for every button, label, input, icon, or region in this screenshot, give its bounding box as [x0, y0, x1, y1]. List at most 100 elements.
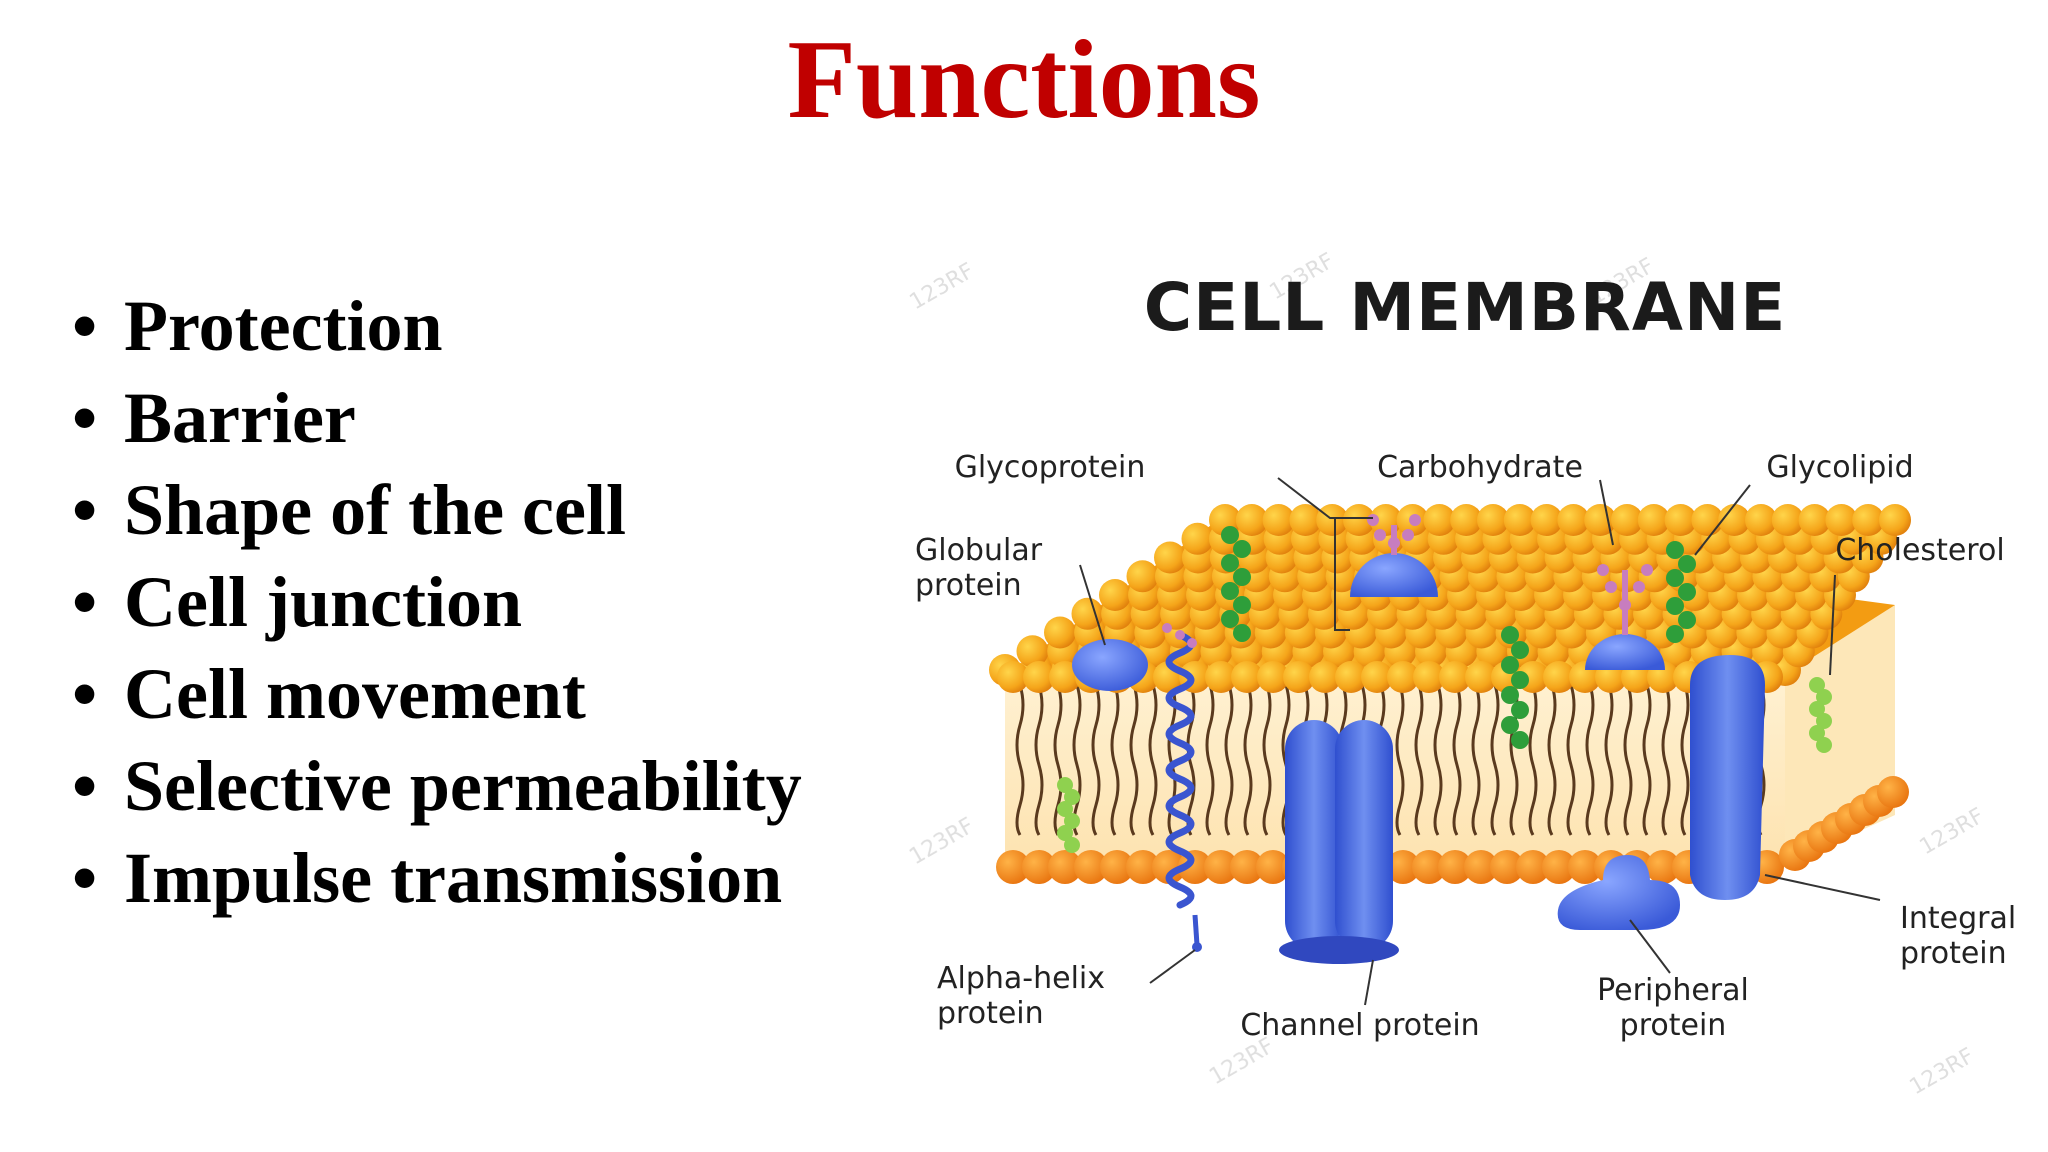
lipid-tail	[1110, 684, 1120, 836]
cholesterol-bead	[1809, 725, 1825, 741]
list-item-text: Cell junction	[124, 562, 523, 642]
lipid-head	[1745, 504, 1777, 536]
cholesterol-bead	[1064, 837, 1080, 853]
diagram-title: CELL MEMBRANE	[1144, 269, 1787, 346]
lipid-head	[1023, 661, 1055, 693]
lipid-head	[1361, 661, 1393, 693]
list-item: •Impulse transmission	[72, 832, 802, 924]
cholesterol-bead	[1809, 701, 1825, 717]
lipid-head	[1154, 541, 1186, 574]
lipid-head	[1852, 504, 1885, 536]
lipid-head	[1100, 850, 1134, 884]
lipid-head	[1503, 504, 1536, 536]
lipid-head	[1646, 850, 1680, 884]
label-integral-protein-line1: Integral	[1900, 901, 2016, 936]
list-item-text: Shape of the cell	[124, 470, 626, 550]
list-item-text: Impulse transmission	[124, 838, 783, 918]
leader-lines	[1079, 477, 1881, 1006]
lipid-head	[1022, 850, 1056, 884]
label-globular-protein-line2: protein	[915, 568, 1022, 603]
glycolipid-bead	[1221, 526, 1239, 544]
lipid-head	[1877, 776, 1909, 808]
glycolipid-bead	[1233, 568, 1251, 586]
glycoprotein	[1350, 514, 1438, 597]
glycolipid-bead	[1511, 731, 1529, 749]
membrane-body	[989, 504, 1911, 884]
lipid-tail	[1129, 684, 1139, 836]
lipid-head	[1048, 850, 1082, 884]
lipid-head	[1178, 850, 1212, 884]
lipid-head	[1477, 504, 1509, 536]
cell-membrane-diagram: 123RF 123RF 123RF 123RF 123RF 123RF 123R…	[906, 249, 2017, 1101]
list-item-text: Protection	[124, 286, 443, 366]
label-alpha-helix-line2: protein	[937, 996, 1044, 1031]
bullet-icon: •	[72, 470, 98, 550]
lipid-tail	[1034, 684, 1044, 836]
lipid-head	[1204, 850, 1238, 884]
list-item-text: Selective permeability	[124, 746, 802, 826]
lipid-tail	[1490, 684, 1500, 836]
lipid-tail	[1642, 684, 1652, 836]
lipid-head	[1584, 504, 1617, 536]
glycolipid-bead	[1666, 625, 1684, 643]
slide-title: Functions	[787, 18, 1261, 142]
cholesterol-bead	[1057, 825, 1073, 841]
globular-protein	[1072, 639, 1148, 691]
lipid-tail	[1604, 684, 1614, 836]
lipid-head	[1879, 504, 1911, 536]
lipid-tail	[1243, 684, 1253, 836]
lipid-tail	[1091, 684, 1101, 836]
cholesterol-bead	[1064, 813, 1080, 829]
glycolipid-bead	[1678, 611, 1696, 629]
lipid-head	[1256, 850, 1290, 884]
alpha-helix-protein	[1162, 623, 1202, 952]
label-peripheral-protein-line1: Peripheral	[1597, 973, 1749, 1008]
label-globular-protein-line1: Globular	[915, 533, 1043, 568]
glycolipid-bead	[1221, 610, 1239, 628]
lipid-head	[1257, 661, 1289, 693]
lipid-head	[1439, 661, 1471, 693]
glycolipid-bead	[1666, 597, 1684, 615]
glycolipid-bead	[1221, 582, 1239, 600]
bullet-icon: •	[72, 654, 98, 734]
lipid-head	[1825, 504, 1858, 536]
lipid-tail	[1205, 684, 1215, 836]
list-item: •Barrier	[72, 372, 802, 464]
list-item: • Shape of the cell	[72, 464, 802, 556]
cholesterol-bead	[1809, 677, 1825, 693]
lipid-head	[1283, 661, 1315, 693]
lipid-head	[1568, 850, 1602, 884]
lipid-tail	[1053, 684, 1063, 836]
label-alpha-helix-line1: Alpha-helix	[937, 961, 1105, 996]
integral-protein	[1690, 655, 1765, 900]
glycolipid-bead	[1233, 596, 1251, 614]
label-integral-protein-line2: protein	[1900, 936, 2007, 971]
glycolipid-bead	[1501, 716, 1519, 734]
lipid-head	[1044, 616, 1076, 649]
glycolipid-bead	[1511, 701, 1529, 719]
glycolipid-bead	[1666, 541, 1684, 559]
lipid-head	[1230, 850, 1264, 884]
glycolipid-bead	[1666, 569, 1684, 587]
watermark-text: 123RF	[1906, 1044, 1979, 1101]
glycolipid-bead	[1233, 624, 1251, 642]
cholesterol-bead	[1816, 689, 1832, 705]
lipid-head	[1464, 850, 1498, 884]
lipid-head	[1771, 504, 1804, 536]
lipid-head	[1071, 597, 1104, 630]
lipid-head	[1016, 635, 1049, 668]
cholesterol-bead	[1816, 713, 1832, 729]
lipid-head	[1126, 850, 1160, 884]
lipid-head	[1530, 504, 1563, 536]
list-item: • Protection	[72, 280, 802, 372]
glycolipid-bead	[1501, 656, 1519, 674]
lipid-tail	[1471, 684, 1481, 836]
lipid-tail	[1566, 684, 1576, 836]
lipid-head	[1450, 504, 1483, 536]
channel-protein	[1279, 720, 1399, 964]
cholesterol-molecules	[1057, 677, 1832, 853]
list-item-text: Barrier	[124, 378, 356, 458]
bullet-icon: •	[72, 286, 98, 366]
lipid-head	[1423, 504, 1456, 536]
lipid-tail	[1395, 684, 1405, 836]
